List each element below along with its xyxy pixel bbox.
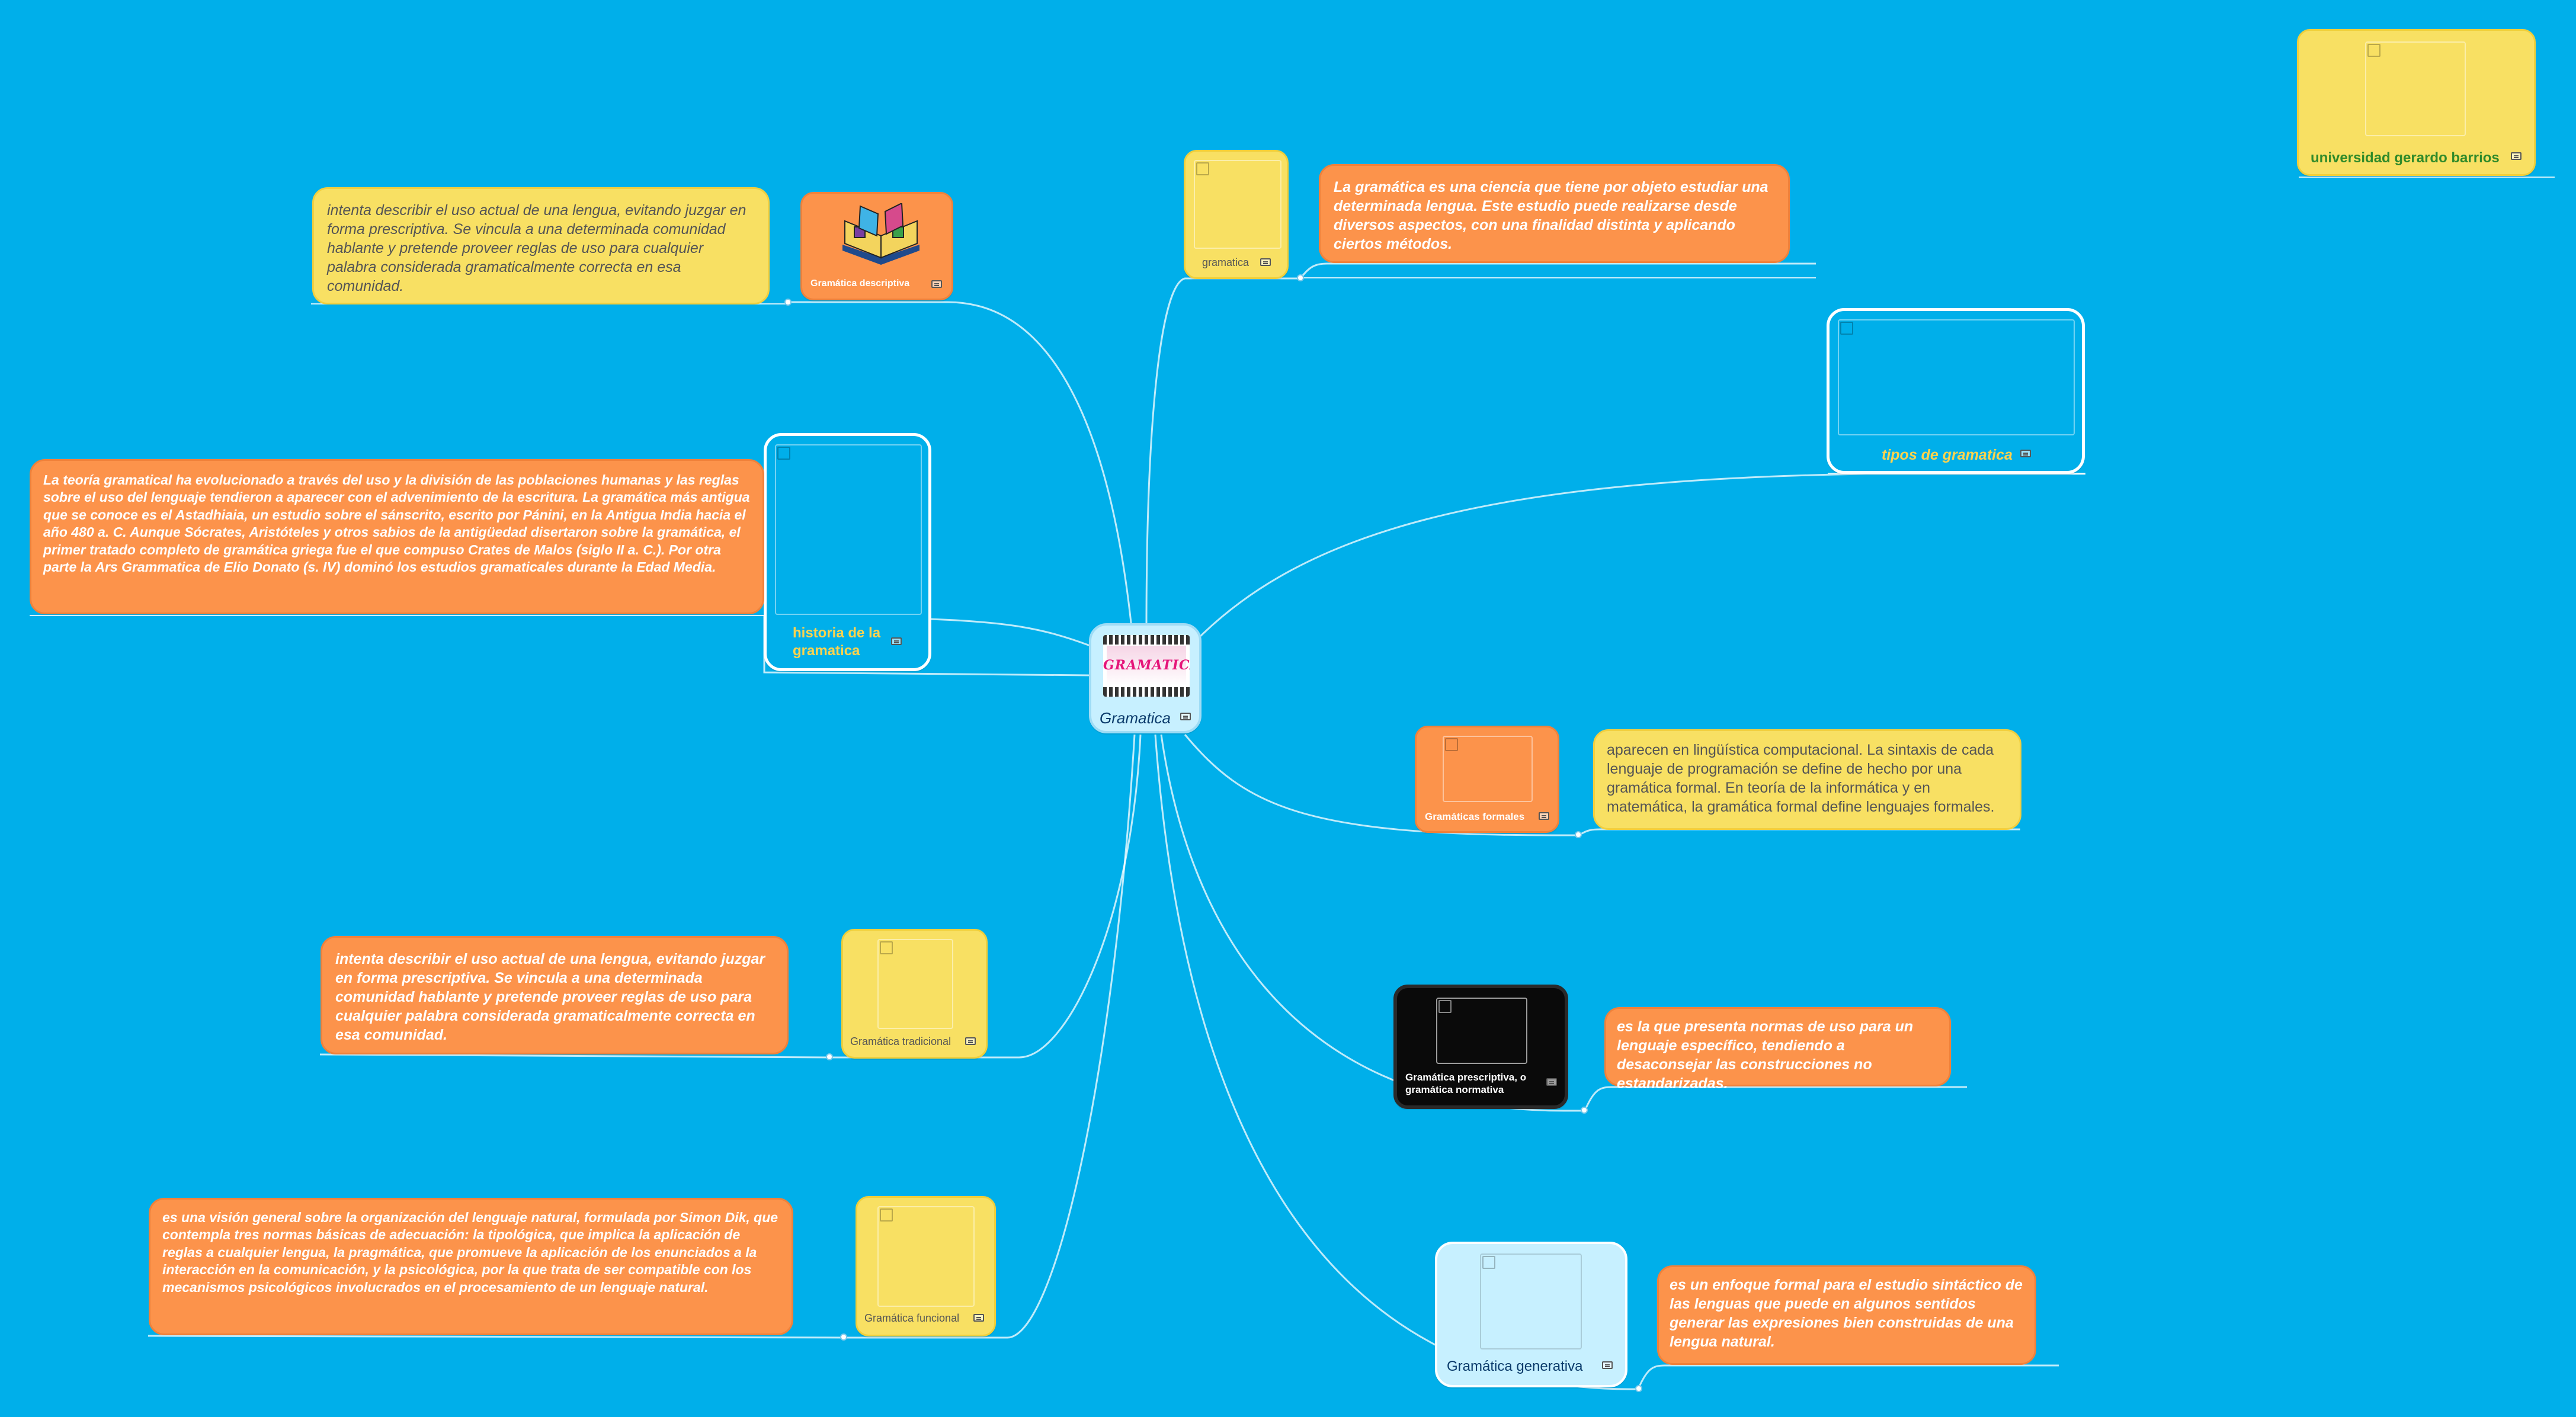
broken-image-icon bbox=[1445, 738, 1458, 751]
node-funcional[interactable]: Gramática funcional bbox=[856, 1196, 996, 1336]
connector-dot[interactable] bbox=[1297, 274, 1304, 281]
link-formales-desc bbox=[1578, 828, 2020, 836]
link-historia-1 bbox=[930, 618, 1091, 647]
link-gramatica bbox=[1145, 277, 1300, 629]
note-icon[interactable] bbox=[2020, 450, 2031, 457]
node-gramatica-label: gramatica bbox=[1202, 257, 1249, 268]
note-icon[interactable] bbox=[1602, 1361, 1613, 1369]
open-book-icon bbox=[837, 202, 925, 268]
node-generativa-label: Gramática generativa bbox=[1447, 1358, 1583, 1374]
connector-dot[interactable] bbox=[1581, 1107, 1588, 1114]
image-placeholder bbox=[877, 939, 953, 1029]
center-image: GRAMATICA bbox=[1103, 635, 1190, 697]
node-universidad[interactable]: universidad gerardo barrios bbox=[2297, 29, 2536, 176]
link-funcional-desc bbox=[148, 1335, 845, 1339]
node-tradicional-label: Gramática tradicional bbox=[850, 1036, 951, 1047]
image-placeholder bbox=[2365, 41, 2466, 136]
broken-image-icon bbox=[1840, 322, 1853, 335]
desc-formales: aparecen en lingüística computacional. L… bbox=[1593, 729, 2021, 830]
connector-dot[interactable] bbox=[840, 1333, 847, 1341]
connector-dot[interactable] bbox=[1635, 1385, 1642, 1392]
image-placeholder bbox=[1443, 736, 1533, 802]
image-placeholder bbox=[1436, 998, 1527, 1064]
node-generativa[interactable]: Gramática generativa bbox=[1435, 1242, 1627, 1387]
node-universidad-label: universidad gerardo barrios bbox=[2311, 150, 2500, 166]
center-image-text: GRAMATICA bbox=[1103, 658, 1190, 673]
desc-generativa: es un enfoque formal para el estudio sin… bbox=[1657, 1265, 2036, 1365]
link-tradicional-desc bbox=[319, 1053, 830, 1059]
image-placeholder bbox=[1480, 1254, 1582, 1349]
node-formales[interactable]: Gramáticas formales bbox=[1415, 726, 1559, 833]
note-icon[interactable] bbox=[1260, 258, 1271, 266]
node-gramatica[interactable]: gramatica bbox=[1184, 150, 1289, 279]
broken-image-icon bbox=[880, 941, 893, 954]
desc-prescriptiva: es la que presenta normas de uso para un… bbox=[1604, 1007, 1951, 1092]
note-icon[interactable] bbox=[965, 1037, 976, 1045]
broken-image-icon bbox=[2367, 44, 2380, 57]
image-placeholder bbox=[775, 444, 922, 615]
note-icon[interactable] bbox=[973, 1314, 984, 1322]
central-topic[interactable]: GRAMATICA Gramatica bbox=[1089, 623, 1202, 733]
underline-historia bbox=[30, 615, 764, 616]
central-topic-title: Gramatica bbox=[1100, 709, 1171, 727]
node-tradicional[interactable]: Gramática tradicional bbox=[841, 929, 988, 1059]
node-prescriptiva[interactable]: Gramática prescriptiva, o gramática norm… bbox=[1393, 985, 1568, 1109]
node-formales-label: Gramáticas formales bbox=[1425, 811, 1525, 822]
broken-image-icon bbox=[880, 1208, 893, 1222]
note-icon[interactable] bbox=[1539, 812, 1549, 820]
desc-descriptiva: intenta describir el uso actual de una l… bbox=[312, 187, 770, 304]
node-funcional-label: Gramática funcional bbox=[864, 1312, 960, 1324]
broken-image-icon bbox=[1438, 1000, 1452, 1013]
node-tipos[interactable]: tipos de gramatica bbox=[1827, 308, 2085, 474]
broken-image-icon bbox=[777, 447, 790, 460]
node-prescriptiva-label: Gramática prescriptiva, o gramática norm… bbox=[1405, 1072, 1527, 1096]
link-generativa-desc bbox=[1637, 1364, 2059, 1390]
link-gramatica-desc bbox=[1299, 262, 1816, 279]
node-descriptiva-label: Gramática descriptiva bbox=[810, 278, 910, 288]
broken-image-icon bbox=[1482, 1256, 1495, 1269]
desc-funcional: es una visión general sobre la organizac… bbox=[149, 1198, 793, 1335]
connector-dot[interactable] bbox=[1575, 831, 1582, 838]
note-icon[interactable] bbox=[1180, 713, 1191, 720]
note-icon[interactable] bbox=[891, 637, 902, 645]
desc-gramatica: La gramática es una ciencia que tiene po… bbox=[1319, 164, 1790, 263]
underline-gramatica bbox=[1300, 277, 1816, 278]
connector-dot[interactable] bbox=[784, 299, 792, 306]
image-placeholder bbox=[877, 1206, 975, 1307]
node-descriptiva[interactable]: Gramática descriptiva bbox=[800, 192, 953, 300]
link-tipos bbox=[1196, 473, 2085, 641]
underline-universidad bbox=[2299, 177, 2555, 178]
note-icon[interactable] bbox=[931, 280, 942, 288]
desc-tradicional: intenta describir el uso actual de una l… bbox=[321, 936, 789, 1054]
node-tipos-label: tipos de gramatica bbox=[1882, 447, 2013, 463]
note-icon[interactable] bbox=[1546, 1078, 1557, 1086]
node-historia-label: historia de la gramatica bbox=[793, 625, 881, 659]
broken-image-icon bbox=[1196, 162, 1209, 175]
image-placeholder bbox=[1194, 160, 1281, 249]
node-historia[interactable]: historia de la gramatica bbox=[764, 433, 931, 671]
connector-dot[interactable] bbox=[826, 1053, 833, 1060]
image-placeholder bbox=[1838, 319, 2075, 435]
note-icon[interactable] bbox=[2511, 152, 2521, 160]
desc-historia: La teoría gramatical ha evolucionado a t… bbox=[30, 459, 764, 614]
